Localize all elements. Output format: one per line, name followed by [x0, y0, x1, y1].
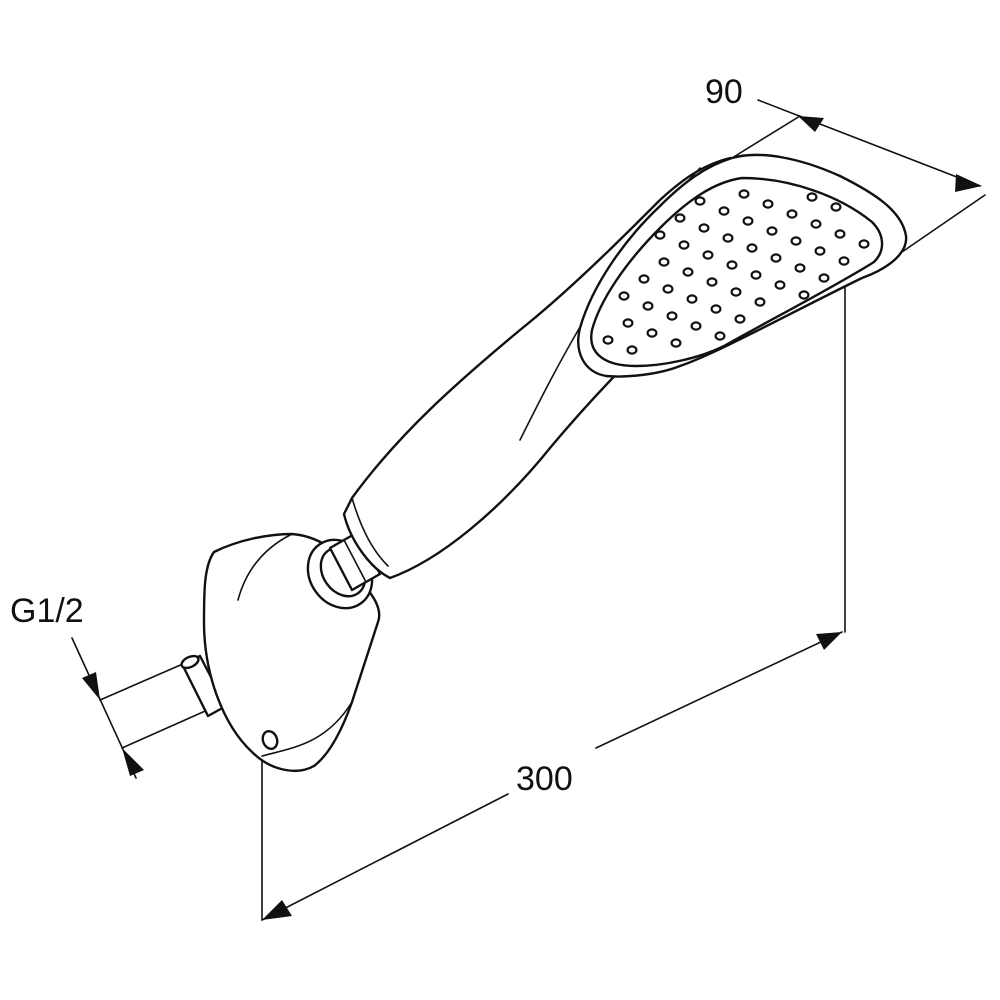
extension-line-width-right — [901, 194, 986, 253]
spray-nozzle — [754, 297, 766, 307]
extension-line-width-left — [731, 115, 801, 159]
arrow-length-left — [262, 900, 292, 920]
dimension-length: 300 — [261, 197, 846, 921]
spray-nozzle — [814, 246, 826, 256]
spray-nozzle — [714, 331, 726, 341]
extension-line-thread-top — [99, 659, 193, 701]
spray-nozzle — [786, 209, 798, 219]
spray-nozzle — [774, 280, 786, 290]
spray-nozzle — [810, 219, 822, 229]
ball-joint-ring-line — [343, 539, 367, 583]
thread-pipe — [180, 654, 228, 718]
spray-nozzle — [718, 206, 730, 216]
spray-nozzle — [678, 240, 690, 250]
spray-nozzle — [770, 253, 782, 263]
spray-nozzle — [790, 236, 802, 246]
spray-nozzle — [658, 257, 670, 267]
spray-nozzle — [738, 189, 750, 199]
arrow-thread-top — [82, 672, 100, 700]
dimension-label-width: 90 — [705, 73, 743, 111]
spray-nozzle — [722, 233, 734, 243]
spray-nozzle — [706, 277, 718, 287]
dimension-line-length-upper — [595, 631, 843, 749]
spray-nozzle — [662, 284, 674, 294]
spray-nozzle — [702, 250, 714, 260]
dimension-line-length-lower — [261, 793, 509, 921]
spray-nozzle — [602, 335, 614, 345]
bracket-screw-hole — [261, 730, 279, 750]
spray-nozzle — [682, 267, 694, 277]
spray-nozzle — [806, 192, 818, 202]
spray-face — [590, 176, 884, 368]
spray-nozzle — [666, 311, 678, 321]
spray-nozzle — [698, 223, 710, 233]
dimension-thread: G1/2 — [10, 592, 213, 779]
handle-end-ring — [351, 497, 389, 567]
spray-nozzle — [694, 196, 706, 206]
spray-nozzle — [742, 216, 754, 226]
spray-nozzle — [726, 260, 738, 270]
spray-nozzle — [690, 321, 702, 331]
spray-nozzles — [602, 189, 870, 355]
wall-bracket — [202, 532, 381, 773]
spray-nozzle — [642, 301, 654, 311]
spray-nozzle — [626, 345, 638, 355]
spray-nozzle — [674, 213, 686, 223]
dimension-line-width — [757, 99, 981, 187]
spray-nozzle — [818, 273, 830, 283]
spray-nozzle — [638, 274, 650, 284]
arrow-length-right — [816, 632, 842, 650]
spray-nozzle — [834, 229, 846, 239]
arrow-width-right — [955, 174, 982, 192]
spray-nozzle — [838, 256, 850, 266]
bracket-face-line — [237, 533, 293, 601]
spray-nozzle — [746, 243, 758, 253]
spray-nozzle — [670, 338, 682, 348]
bracket-edge-line — [261, 701, 353, 757]
pipe-stub-end — [180, 654, 200, 670]
arrow-width-left — [798, 116, 824, 132]
shower-head — [577, 153, 908, 378]
ball-joint — [328, 530, 382, 592]
spray-nozzle — [858, 239, 870, 249]
spray-nozzle — [830, 202, 842, 212]
spray-nozzle — [646, 328, 658, 338]
spray-nozzle — [686, 294, 698, 304]
spray-nozzle — [622, 318, 634, 328]
spray-nozzle — [762, 199, 774, 209]
arrow-thread-bottom — [122, 748, 144, 776]
spray-nozzle — [798, 290, 810, 300]
spray-nozzle — [710, 304, 722, 314]
spray-nozzle — [618, 291, 630, 301]
spray-nozzle — [654, 230, 666, 240]
spray-nozzle — [730, 287, 742, 297]
spray-nozzle — [794, 263, 806, 273]
spray-nozzle — [734, 314, 746, 324]
extension-line-thread-bottom — [121, 707, 213, 749]
dimension-label-length: 300 — [516, 760, 573, 798]
spray-nozzle — [766, 226, 778, 236]
spray-nozzle — [750, 270, 762, 280]
dimension-width: 90 — [705, 73, 986, 253]
dimension-label-thread: G1/2 — [10, 592, 84, 630]
